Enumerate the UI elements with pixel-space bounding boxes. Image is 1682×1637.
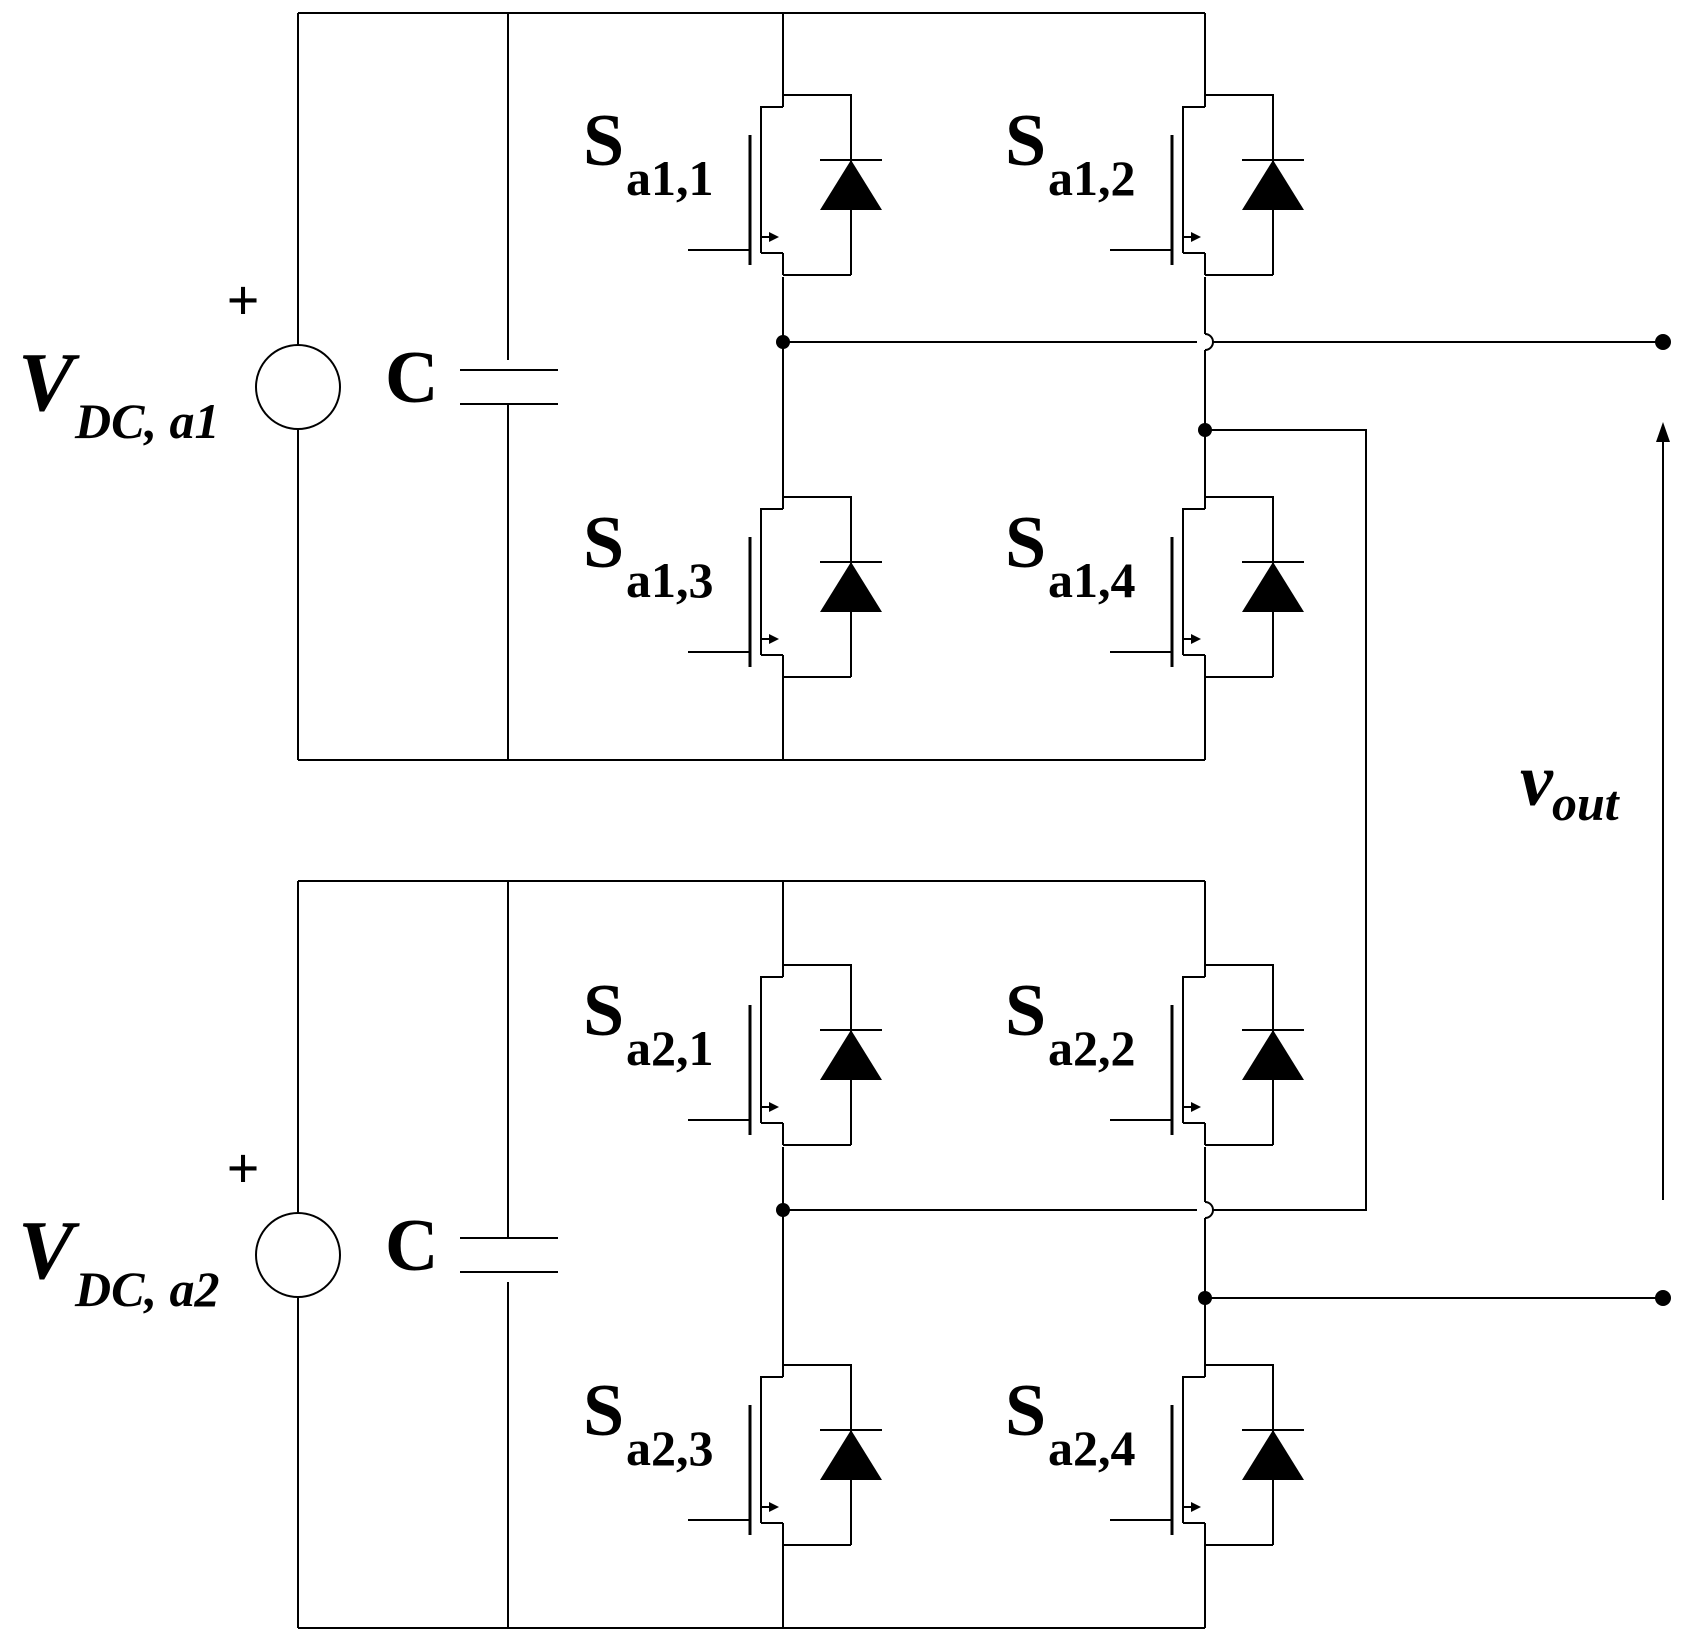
diode-branch-wire bbox=[783, 1364, 852, 1545]
drain-stub bbox=[1182, 1376, 1205, 1413]
vout-label-sub: out bbox=[1552, 775, 1621, 831]
diode-branch-wire bbox=[783, 94, 852, 275]
switch-cell bbox=[1110, 496, 1304, 678]
switch-label-sub: a2,4 bbox=[1048, 1420, 1136, 1476]
switch-label-sub: a1,4 bbox=[1048, 552, 1136, 608]
arrow-icon bbox=[1191, 634, 1201, 644]
vout-arrow bbox=[1656, 422, 1670, 1200]
junction-dot bbox=[1198, 1291, 1212, 1305]
switch-cell bbox=[1110, 1364, 1304, 1546]
arrow-icon bbox=[1191, 232, 1201, 242]
diode-icon bbox=[1242, 1430, 1304, 1480]
switch-label-sub: a2,1 bbox=[626, 1020, 714, 1076]
module-a2-wiring bbox=[297, 880, 1663, 1629]
source-a2-plus: + bbox=[226, 1136, 259, 1201]
arrow-icon bbox=[769, 1502, 779, 1512]
switch-cell bbox=[688, 496, 882, 678]
source-a1-label-sub: DC, a1 bbox=[74, 393, 219, 449]
drain-stub bbox=[760, 976, 783, 1013]
arrow-icon bbox=[769, 634, 779, 644]
switch-label-sub: a1,3 bbox=[626, 552, 714, 608]
switch-label-main: S bbox=[1005, 970, 1046, 1052]
source-a1-plus: + bbox=[226, 268, 259, 333]
diode-branch-wire bbox=[783, 496, 852, 677]
switch-label-sub: a2,3 bbox=[626, 1420, 714, 1476]
switch-cell bbox=[688, 94, 882, 276]
output-terminal-top bbox=[1655, 334, 1671, 350]
diode-branch-wire bbox=[1205, 94, 1274, 275]
vout-label-main: v bbox=[1520, 740, 1554, 822]
diode-branch-wire bbox=[1205, 496, 1274, 677]
switch-label-main: S bbox=[583, 1370, 624, 1452]
drain-stub bbox=[760, 508, 783, 545]
diode-icon bbox=[820, 160, 882, 210]
drain-stub bbox=[1182, 508, 1205, 545]
source-a2-label-sub: DC, a2 bbox=[74, 1261, 219, 1317]
switch-label-sub: a1,2 bbox=[1048, 150, 1136, 206]
source-a1-label-main: V bbox=[18, 336, 80, 429]
dc-source-a2 bbox=[255, 1212, 341, 1298]
switch-cell bbox=[1110, 94, 1304, 276]
diode-icon bbox=[1242, 160, 1304, 210]
switch-label-sub: a1,1 bbox=[626, 150, 714, 206]
drain-stub bbox=[760, 1376, 783, 1413]
capacitor-a1 bbox=[460, 369, 558, 405]
drain-stub bbox=[1182, 976, 1205, 1013]
diode-icon bbox=[1242, 1030, 1304, 1080]
diode-branch-wire bbox=[1205, 964, 1274, 1145]
switches bbox=[688, 94, 1304, 1546]
arrow-icon bbox=[1191, 1102, 1201, 1112]
switch-cell bbox=[1110, 964, 1304, 1146]
diode-icon bbox=[820, 1430, 882, 1480]
switch-label-main: S bbox=[583, 502, 624, 584]
junctions bbox=[776, 334, 1671, 1306]
switch-label-main: S bbox=[1005, 1370, 1046, 1452]
labels: + V DC, a1 + V DC, a2 C C v out bbox=[18, 268, 1621, 1317]
diode-icon bbox=[820, 562, 882, 612]
switch-cell bbox=[688, 1364, 882, 1546]
switch-label-main: S bbox=[583, 100, 624, 182]
diode-icon bbox=[1242, 562, 1304, 612]
junction-dot bbox=[776, 335, 790, 349]
capacitor-a2 bbox=[460, 1237, 558, 1273]
source-a2-label-main: V bbox=[18, 1204, 80, 1297]
junction-dot bbox=[1198, 423, 1212, 437]
module-a1-wiring bbox=[297, 12, 1663, 1211]
switch-label-main: S bbox=[583, 970, 624, 1052]
switch-label-sub: a2,2 bbox=[1048, 1020, 1136, 1076]
switch-label-main: S bbox=[1005, 502, 1046, 584]
dc-source-a1 bbox=[255, 344, 341, 430]
diode-branch-wire bbox=[1205, 1364, 1274, 1545]
diode-branch-wire bbox=[783, 964, 852, 1145]
arrow-icon bbox=[1191, 1502, 1201, 1512]
switch-cell bbox=[688, 964, 882, 1146]
junction-dot bbox=[776, 1203, 790, 1217]
capacitor-a1-label: C bbox=[385, 337, 438, 419]
arrow-icon bbox=[769, 1102, 779, 1112]
capacitor-a2-label: C bbox=[385, 1205, 438, 1287]
switch-label-main: S bbox=[1005, 100, 1046, 182]
drain-stub bbox=[760, 106, 783, 143]
drain-stub bbox=[1182, 106, 1205, 143]
diode-icon bbox=[820, 1030, 882, 1080]
output-terminal-bottom bbox=[1655, 1290, 1671, 1306]
arrow-icon bbox=[769, 232, 779, 242]
